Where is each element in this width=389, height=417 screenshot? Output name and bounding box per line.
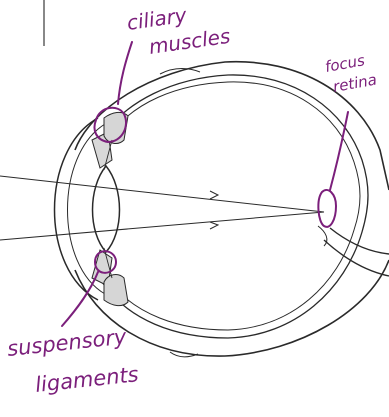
sclera-outline [75,62,389,356]
optic-disc [318,226,327,246]
label-retina: retina [332,71,379,96]
lens [93,166,120,252]
label-ligaments: ligaments [34,362,140,397]
light-ray-lower [0,212,324,240]
label-suspensory: suspensory [6,325,128,361]
light-ray-upper [0,176,324,212]
arrow-right-icon [210,191,218,199]
arrow-right-icon [210,222,218,229]
focus-circle [318,190,336,227]
optic-nerve [324,228,389,276]
ciliary-body-lower [104,275,128,306]
choroid-outline [100,75,368,338]
retina-outline [108,82,360,330]
